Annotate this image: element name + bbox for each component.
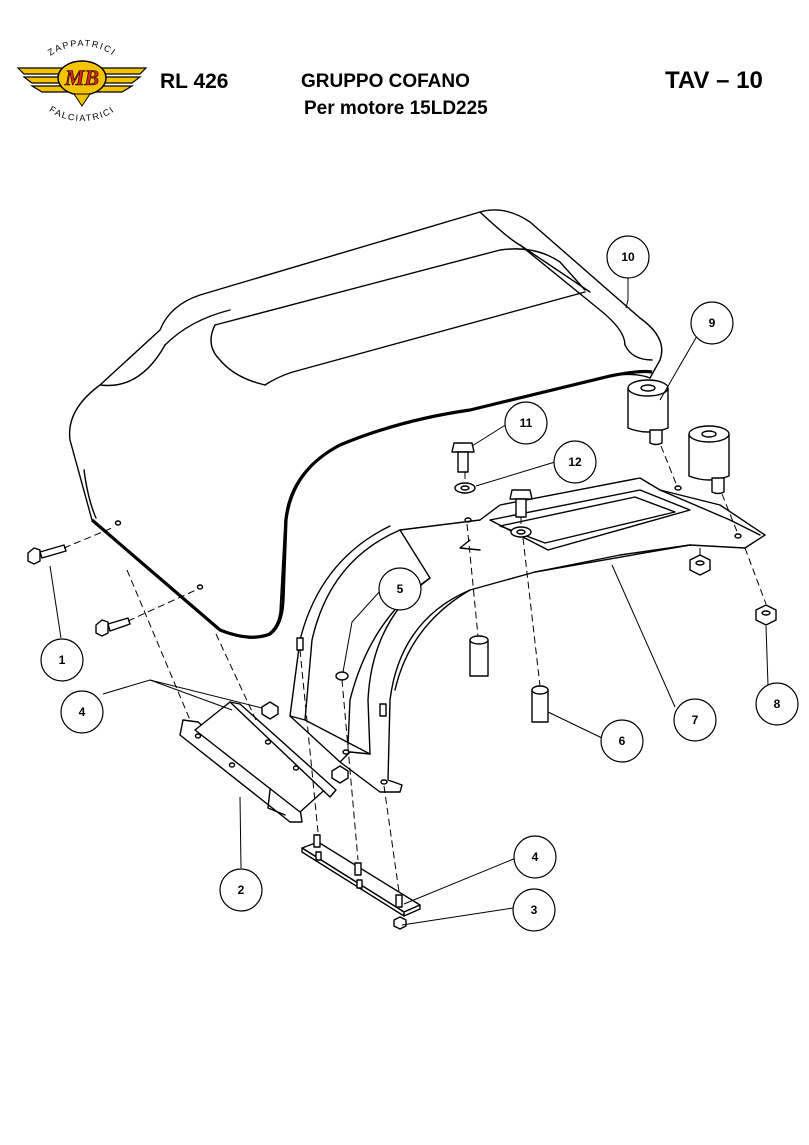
nut-8b (755, 604, 777, 626)
callout-3: 3 (512, 888, 556, 932)
support-frame (289, 477, 766, 793)
washer-12b (510, 526, 532, 538)
bottom-plate (301, 834, 421, 930)
callout-1: 1 (40, 638, 84, 682)
bolt-1b (95, 617, 131, 637)
svg-text:2: 2 (238, 883, 245, 897)
logo-initials: MB (64, 65, 99, 90)
svg-text:10: 10 (621, 250, 635, 264)
spacer-9b (688, 425, 730, 495)
svg-text:11: 11 (520, 416, 533, 430)
svg-text:4: 4 (532, 850, 539, 864)
washer-5 (335, 671, 349, 681)
callout-10: 10 (606, 235, 650, 279)
nut-8a (689, 554, 711, 576)
callout-11: 11 (504, 401, 548, 445)
spacer-6a (469, 635, 489, 677)
page-subtitle: Per motore 15LD225 (304, 98, 488, 119)
svg-text:6: 6 (619, 734, 626, 748)
nut-4a (261, 701, 279, 720)
svg-text:3: 3 (531, 903, 538, 917)
callout-6: 6 (600, 719, 644, 763)
assembly-axes (63, 445, 767, 893)
svg-text:5: 5 (397, 582, 404, 596)
leaders (49, 276, 769, 926)
svg-text:9: 9 (709, 316, 716, 330)
callout-7: 7 (673, 698, 717, 742)
callout-2: 2 (219, 868, 263, 912)
callout-5: 5 (378, 567, 422, 611)
callout-9: 9 (690, 301, 734, 345)
svg-text:4: 4 (79, 705, 86, 719)
nut-4b (331, 765, 349, 784)
model-number: RL 426 (160, 70, 229, 93)
callout-4-lower: 4 (513, 835, 557, 879)
bolt-11a (451, 442, 475, 473)
callout-12: 12 (553, 440, 597, 484)
table-number: TAV – 10 (665, 67, 763, 94)
svg-text:7: 7 (692, 713, 699, 727)
washer-12a (454, 482, 476, 494)
hood (68, 209, 663, 639)
callout-8: 8 (755, 682, 799, 726)
callout-4-upper: 4 (60, 690, 104, 734)
bolt-1a (27, 544, 67, 565)
mb-logo: MB ZAPPATRICI FALCIATRICI (16, 38, 148, 123)
spacer-9a (627, 379, 669, 446)
spacer-6b (531, 685, 549, 723)
svg-text:12: 12 (568, 455, 582, 469)
svg-text:8: 8 (774, 697, 781, 711)
page-title: GRUPPO COFANO (301, 71, 470, 92)
svg-text:1: 1 (59, 653, 66, 667)
left-bracket (179, 701, 337, 823)
